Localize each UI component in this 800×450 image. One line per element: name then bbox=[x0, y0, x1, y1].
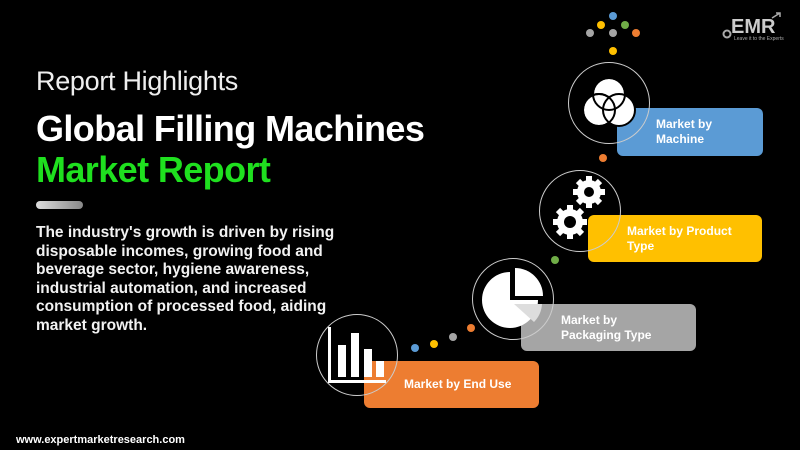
page-title: Global Filling Machines bbox=[36, 108, 425, 149]
decor-dot bbox=[586, 29, 594, 37]
segment-label: Market by End Use bbox=[404, 377, 512, 391]
svg-text:Leave it to the Experts!: Leave it to the Experts! bbox=[734, 36, 784, 42]
decor-dot bbox=[449, 333, 457, 341]
bar-chart-icon bbox=[328, 327, 386, 383]
icon-ring bbox=[568, 62, 650, 144]
emr-logo: EMR Leave it to the Experts! bbox=[722, 12, 785, 42]
description: The industry's growth is driven by risin… bbox=[36, 224, 335, 334]
report-kicker: Report Highlights bbox=[36, 66, 239, 96]
decor-dot bbox=[467, 324, 475, 332]
segment-label: Market by Packaging Type bbox=[561, 312, 652, 342]
segment-label: Market by Machine bbox=[656, 117, 713, 146]
footer-url[interactable]: www.expertmarketresearch.com bbox=[16, 434, 185, 446]
venn-diagram-icon bbox=[582, 77, 636, 127]
decor-dot bbox=[609, 47, 617, 55]
segment-market-by-machine[interactable]: Market by Machine bbox=[617, 108, 763, 156]
decor-dot bbox=[609, 29, 617, 37]
segment-label: Market by Product Type bbox=[627, 223, 732, 253]
decor-dot bbox=[609, 12, 617, 20]
page-title-accent: Market Report bbox=[36, 149, 271, 190]
segment-market-by-end-use[interactable]: Market by End Use bbox=[364, 361, 539, 408]
icon-ring bbox=[472, 258, 554, 340]
decor-dot bbox=[621, 21, 629, 29]
divider-bar bbox=[36, 201, 83, 209]
svg-text:EMR: EMR bbox=[731, 16, 776, 38]
decor-dot bbox=[430, 340, 438, 348]
decor-dot bbox=[599, 154, 607, 162]
decor-dot bbox=[551, 256, 559, 264]
decor-dot bbox=[411, 344, 419, 352]
decor-dot bbox=[632, 29, 640, 37]
icon-ring bbox=[539, 170, 621, 252]
decor-dot bbox=[597, 21, 605, 29]
pie-chart-icon bbox=[482, 268, 543, 328]
gears-icon bbox=[553, 176, 605, 239]
icon-ring bbox=[316, 314, 398, 396]
